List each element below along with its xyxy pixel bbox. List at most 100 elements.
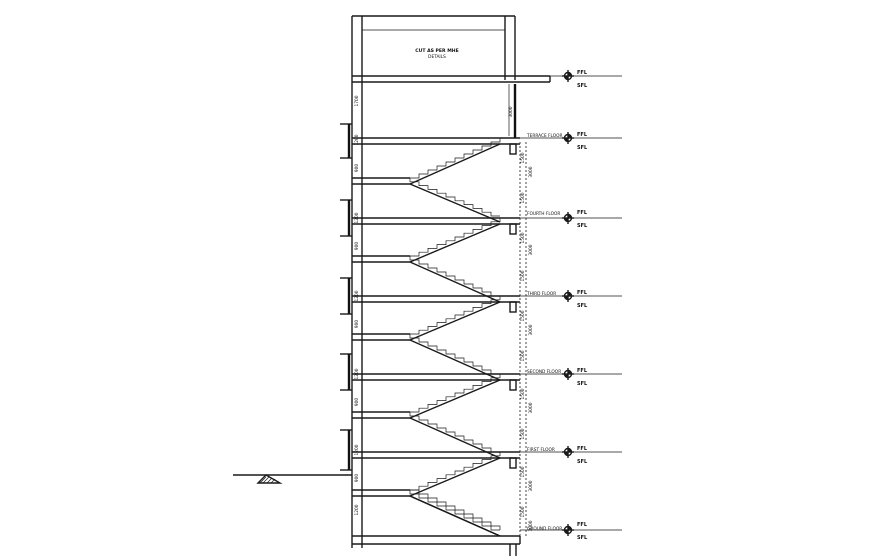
landing-beams <box>509 143 517 469</box>
sfl-label: SFL <box>577 459 588 465</box>
ground-line <box>233 474 352 484</box>
level-symbol-fill <box>568 214 572 218</box>
dashed-guide-lines <box>519 142 527 536</box>
level-symbol-fill <box>564 218 568 222</box>
level-symbol-fill <box>564 530 568 534</box>
left-dimension-labels: 1700 1200 900 1200 900 1200 900 1200 900… <box>354 95 360 515</box>
stair-steps <box>409 334 500 375</box>
left-dim-label: 900 <box>354 320 360 328</box>
level-symbol-fill <box>568 448 572 452</box>
level-symbol-fill <box>568 370 572 374</box>
level-marker: GROUND FLOOR FFL SFL <box>527 522 588 541</box>
left-dim-label: 1200 <box>354 290 360 301</box>
stair-waist <box>409 143 501 185</box>
landing-beam <box>509 457 517 469</box>
sfl-label: SFL <box>577 535 588 541</box>
sfl-label: SFL <box>577 223 588 229</box>
level-symbol-fill <box>568 134 572 138</box>
floor-note: GROUND FLOOR <box>527 526 562 532</box>
ffl-label: FFL <box>577 522 588 528</box>
level-symbol-fill <box>564 296 568 300</box>
left-dim-label: 900 <box>354 242 360 250</box>
level-markers: FFL SFL TERRACE FLOOR FFL SFL FOURTH FLO… <box>526 70 588 541</box>
ffl-label: FFL <box>577 70 588 76</box>
stair-steps <box>410 296 501 335</box>
height-note: 3000 <box>528 480 534 491</box>
stair-steps <box>410 374 501 413</box>
level-symbol-fill <box>568 526 572 530</box>
level-symbol-fill <box>564 374 568 378</box>
right-dim-label: 1500 <box>520 192 526 203</box>
ffl-label: FFL <box>577 446 588 452</box>
stair-waist <box>409 339 501 381</box>
right-dim-label: 1500 <box>520 270 526 281</box>
left-dim-label: 900 <box>354 164 360 172</box>
stair-waist <box>409 223 501 263</box>
sfl-label: SFL <box>577 83 588 89</box>
building-section-outline <box>351 15 551 556</box>
level-marker: FOURTH FLOOR FFL SFL <box>527 210 588 229</box>
right-dim-label: 1500 <box>520 232 526 243</box>
floor-note: TERRACE FLOOR <box>526 133 563 139</box>
right-dim-label: 1500 <box>520 506 526 517</box>
ffl-label: FFL <box>577 290 588 296</box>
left-dim-label: 1200 <box>354 368 360 379</box>
stair-steps <box>410 138 501 179</box>
stair-waist <box>409 379 501 419</box>
level-symbol-fill <box>564 452 568 456</box>
stair-flights <box>409 138 501 537</box>
landing-beam <box>509 379 517 391</box>
level-marker: FFL SFL <box>577 70 588 89</box>
level-symbols <box>520 70 622 536</box>
floor-height-notes: 3000 3000 3000 3000 3000 3000 <box>528 166 534 531</box>
floor-note: SECOND FLOOR <box>527 369 561 375</box>
level-symbol-fill <box>564 138 568 142</box>
stair-waist <box>409 183 501 223</box>
sfl-label: SFL <box>577 303 588 309</box>
ffl-label: FFL <box>577 132 588 138</box>
left-dim-label: 1200 <box>354 134 360 145</box>
right-dimension-labels: 3000 1500 1500 1500 1500 1500 1500 1500 … <box>508 106 526 517</box>
level-symbol-fill <box>564 76 568 80</box>
stair-steps <box>410 489 501 530</box>
height-note: 3000 <box>528 244 534 255</box>
floor-note: THIRD FLOOR <box>526 291 556 297</box>
stair-steps <box>409 178 500 217</box>
level-marker: FIRST FLOOR FFL SFL <box>527 446 588 465</box>
stair-waist <box>409 301 501 341</box>
height-note: 3000 <box>528 324 534 335</box>
right-dim-label: 1500 <box>520 466 526 477</box>
ffl-label: FFL <box>577 368 588 374</box>
right-dim-label: 3000 <box>508 106 514 117</box>
left-dim-label: 1200 <box>354 504 360 515</box>
left-dim-label: 1700 <box>354 95 360 106</box>
left-dim-label: 1200 <box>354 212 360 223</box>
height-note: 3000 <box>528 402 534 413</box>
roof-note-line2: DETAILS <box>428 54 446 60</box>
stair-waist <box>409 495 501 537</box>
roof-note: CUT AS PER MHE DETAILS <box>415 48 459 60</box>
level-marker: SECOND FLOOR FFL SFL <box>527 368 588 387</box>
roof-note-line1: CUT AS PER MHE <box>415 48 459 54</box>
stair-steps <box>409 256 500 297</box>
height-note: 3000 <box>528 166 534 177</box>
sfl-label: SFL <box>577 145 588 151</box>
left-dim-label: 1200 <box>354 444 360 455</box>
right-dim-label: 1500 <box>520 428 526 439</box>
height-note: 3000 <box>528 520 534 531</box>
floor-note: FOURTH FLOOR <box>527 211 560 217</box>
landing-beam <box>509 223 517 235</box>
stair-waist <box>409 457 501 497</box>
stair-waist <box>409 417 501 459</box>
ffl-label: FFL <box>577 210 588 216</box>
stair-waist <box>409 261 501 303</box>
level-marker: TERRACE FLOOR FFL SFL <box>526 132 588 151</box>
right-dim-label: 1500 <box>520 388 526 399</box>
sfl-label: SFL <box>577 381 588 387</box>
floor-slabs <box>352 137 520 497</box>
right-dim-label: 1500 <box>520 310 526 321</box>
left-dim-label: 900 <box>354 398 360 406</box>
floor-note: FIRST FLOOR <box>527 447 555 453</box>
right-dim-label: 1500 <box>520 152 526 163</box>
